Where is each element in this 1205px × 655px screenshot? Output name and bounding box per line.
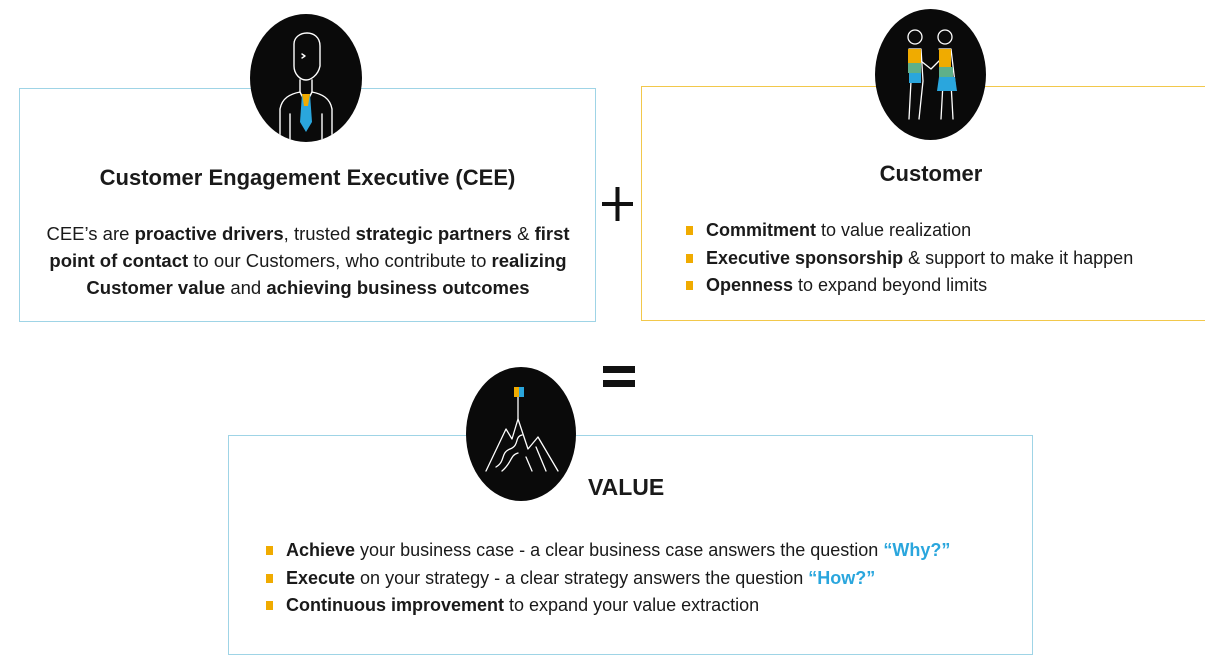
bullet-square — [266, 601, 273, 610]
equals-sign — [603, 366, 635, 387]
list-item: Continuous improvement to expand your va… — [266, 592, 950, 620]
value-card — [228, 435, 1033, 655]
customer-bullet-list: Commitment to value realization Executiv… — [686, 217, 1133, 300]
cee-description-run: CEE’s are — [46, 223, 135, 244]
cee-description-run: & — [511, 223, 535, 244]
cee-description: CEE’s are proactive drivers, trusted str… — [30, 220, 586, 301]
bullet-square — [686, 281, 693, 290]
plus-sign — [602, 187, 633, 221]
bullet-square — [266, 546, 273, 555]
cee-description-run: proactive drivers — [134, 223, 284, 244]
cee-description-run: to our Customers, who contribute to — [188, 250, 492, 271]
value-bullet-list: Achieve your business case - a clear bus… — [266, 537, 950, 620]
list-item: Commitment to value realization — [686, 217, 1133, 245]
handshake-icon — [875, 9, 986, 140]
bullet-square — [686, 226, 693, 235]
bullet-square — [686, 253, 693, 263]
cee-description-run: and — [225, 277, 267, 298]
mountain-flag-icon — [466, 367, 576, 501]
bullet-square — [266, 573, 273, 583]
cee-title: Customer Engagement Executive (CEE) — [99, 165, 516, 190]
cee-description-run: , trusted — [283, 223, 356, 244]
list-item: Executive sponsorship & support to make … — [686, 245, 1133, 273]
cee-description-run: achieving business outcomes — [266, 277, 530, 298]
list-item: Achieve your business case - a clear bus… — [266, 537, 950, 565]
cee-description-run: first point of contact — [49, 223, 570, 271]
customer-title: Customer — [879, 161, 983, 186]
value-title: VALUE — [588, 474, 665, 500]
cee-description-run: strategic partners — [355, 223, 512, 244]
cee-description-run: realizing Customer value — [86, 250, 567, 298]
person-with-tie-icon — [250, 14, 362, 142]
list-item: Execute on your strategy - a clear strat… — [266, 565, 950, 593]
list-item: Openness to expand beyond limits — [686, 272, 1133, 300]
